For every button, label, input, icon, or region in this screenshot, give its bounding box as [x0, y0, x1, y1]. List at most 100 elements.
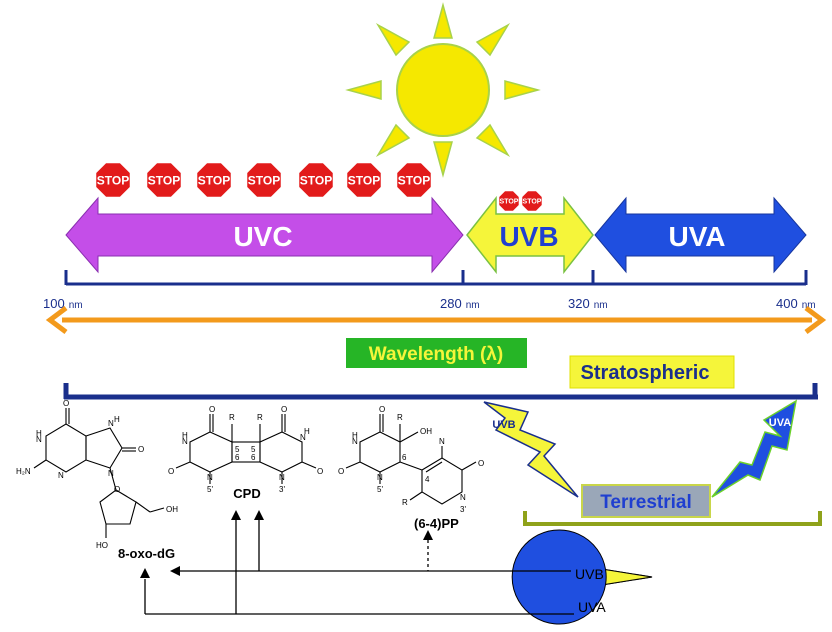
svg-text:O: O	[379, 405, 385, 414]
svg-text:R: R	[229, 413, 235, 422]
stop-sign-icon: STOP	[245, 161, 283, 199]
svg-text:N: N	[108, 419, 114, 428]
svg-text:HO: HO	[96, 541, 108, 550]
svg-text:H₂N: H₂N	[16, 467, 31, 476]
svg-text:N: N	[300, 433, 306, 442]
uv-proportion-pie	[511, 529, 653, 625]
uvb-to-oxo-arrowhead	[170, 566, 180, 576]
svg-text:3': 3'	[460, 505, 466, 514]
svg-text:O: O	[63, 399, 69, 408]
wavelength-axis	[45, 306, 827, 334]
svg-text:O: O	[478, 459, 484, 468]
svg-text:5': 5'	[377, 485, 383, 494]
svg-text:O: O	[114, 485, 120, 494]
uvb-label: UVB	[499, 221, 558, 252]
svg-text:H: H	[304, 427, 310, 436]
svg-text:N: N	[36, 435, 42, 444]
stop-sign-icon: STOP	[498, 190, 520, 212]
svg-text:H: H	[114, 415, 120, 424]
svg-text:N: N	[108, 469, 114, 478]
svg-text:N: N	[439, 437, 445, 446]
sun-icon	[345, 2, 541, 178]
cpd-atoms: O N H O N 5' R R 5 6 5 6 O N H O N 3'	[168, 405, 323, 494]
stop-sign-row: STOP STOP STOP STOP STOP STOP STOP	[94, 161, 433, 199]
8-oxo-dg-structure	[33, 408, 165, 538]
8-oxo-dg-atoms: O N H N H₂N N H O N O OH HO	[16, 399, 178, 550]
uvb-band: UVB	[466, 195, 594, 275]
uva-lightning-bolt: UVA	[711, 399, 798, 498]
stop-sign-icon: STOP	[195, 161, 233, 199]
svg-text:O: O	[168, 467, 174, 476]
stop-sign-text: STOP	[348, 173, 380, 187]
wavelength-label-box: Wavelength (λ)	[346, 338, 527, 368]
stop-sign-text: STOP	[398, 173, 430, 187]
terrestrial-bracket	[523, 511, 822, 526]
svg-text:H: H	[182, 431, 188, 440]
svg-text:H: H	[352, 431, 358, 440]
uvb-lightning-bolt: UVB	[483, 401, 579, 498]
lesion-arrows	[144, 520, 574, 615]
uvb-bolt-label: UVB	[492, 419, 515, 431]
uva-to-cpd-arrowhead	[231, 510, 241, 520]
svg-text:O: O	[281, 405, 287, 414]
pie-uvb-legend: UVB	[575, 566, 604, 582]
svg-text:R: R	[257, 413, 263, 422]
svg-text:4: 4	[425, 475, 430, 484]
stratospheric-label-box: Stratospheric	[569, 355, 735, 389]
stop-sign-text: STOP	[300, 173, 332, 187]
stop-sign-icon: STOP	[345, 161, 383, 199]
svg-text:OH: OH	[420, 427, 432, 436]
svg-text:OH: OH	[166, 505, 178, 514]
svg-text:N: N	[460, 493, 466, 502]
uvb-to-64pp-arrowhead	[423, 530, 433, 540]
6-4pp-label: (6-4)PP	[414, 516, 459, 531]
cpd-structure	[175, 414, 317, 484]
svg-text:N: N	[207, 473, 213, 482]
svg-text:3': 3'	[279, 485, 285, 494]
svg-text:5: 5	[251, 445, 256, 454]
stop-sign-text: STOP	[248, 173, 280, 187]
svg-text:O: O	[209, 405, 215, 414]
stop-sign-text: STOP	[97, 173, 129, 187]
uvc-arrow	[65, 196, 464, 274]
uva-bolt-label: UVA	[769, 417, 791, 429]
terrestrial-label: Terrestrial	[600, 492, 692, 513]
stratospheric-label: Stratospheric	[581, 362, 710, 384]
stop-sign-icon: STOP	[94, 161, 132, 199]
uva-to-oxo-arrowhead	[140, 568, 150, 578]
svg-text:O: O	[317, 467, 323, 476]
svg-text:5: 5	[235, 445, 240, 454]
svg-text:6: 6	[251, 453, 256, 462]
svg-text:N: N	[58, 471, 64, 480]
svg-text:R: R	[402, 498, 408, 507]
6-4pp-atoms: O N H O N 5' R OH 6 4 N O N 3' R	[338, 405, 484, 514]
uva-arrow	[594, 196, 807, 274]
6-4pp-structure	[345, 414, 477, 505]
stop-sign-icon: STOP	[145, 161, 183, 199]
stop-sign-text: STOP	[148, 173, 180, 187]
svg-text:N: N	[377, 473, 383, 482]
svg-text:H: H	[36, 429, 42, 438]
stop-sign-icon: STOP	[395, 161, 433, 199]
stratospheric-bracket	[63, 383, 818, 400]
cpd-label: CPD	[233, 486, 260, 501]
uva-band: UVA	[594, 196, 807, 274]
uvb-arrow	[466, 195, 594, 275]
uva-label: UVA	[668, 221, 725, 252]
svg-text:O: O	[338, 467, 344, 476]
stop-sign-text: STOP	[198, 173, 230, 187]
stop-sign-icon: STOP	[521, 190, 543, 212]
stop-sign-icon: STOP	[297, 161, 335, 199]
svg-text:6: 6	[402, 453, 407, 462]
wavelength-label: Wavelength (λ)	[369, 344, 503, 365]
lesion-arrowheads	[140, 510, 433, 578]
svg-text:6: 6	[235, 453, 240, 462]
wavelength-scale-bracket	[64, 270, 808, 286]
stop-sign-text: STOP	[523, 199, 542, 206]
